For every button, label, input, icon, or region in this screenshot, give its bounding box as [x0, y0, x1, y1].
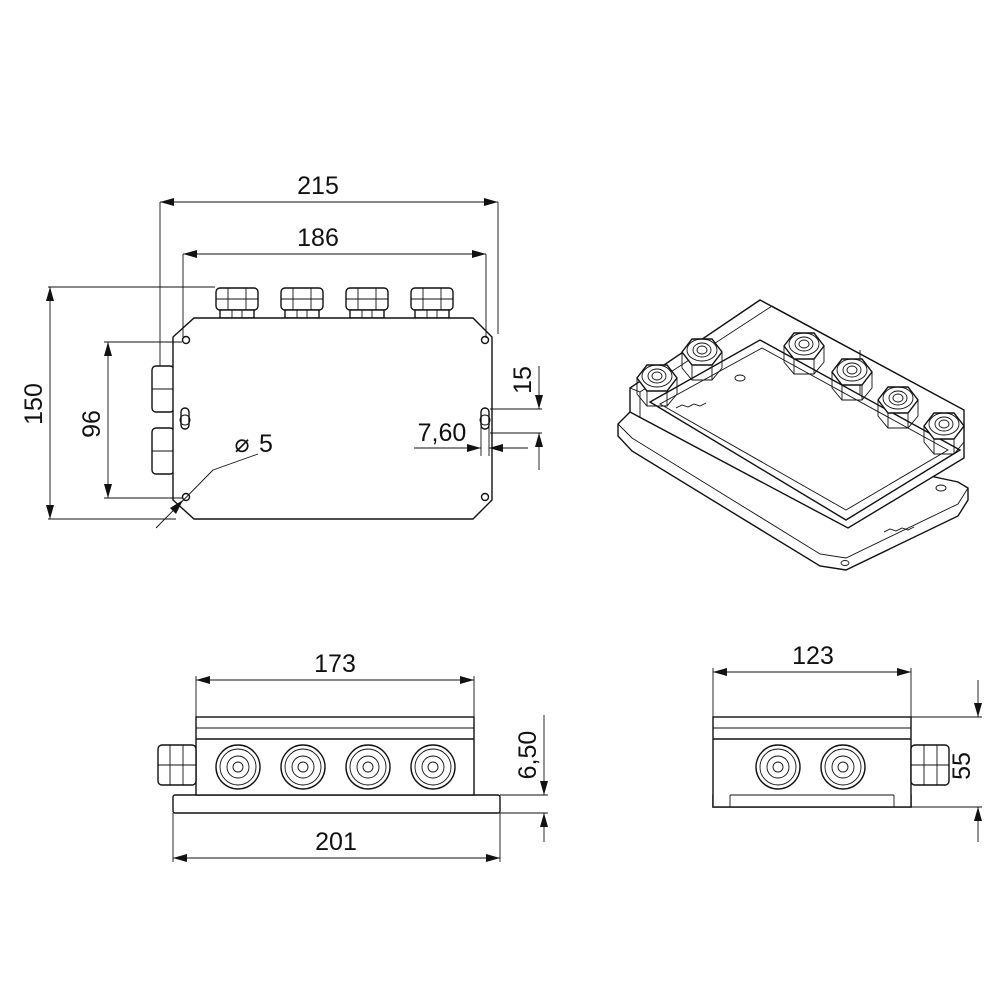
- isometric-view: [617, 299, 969, 571]
- dimension-label: 150: [20, 383, 48, 425]
- dimension-label: 55: [948, 752, 976, 780]
- dimension-215: 215: [159, 172, 499, 366]
- base-plate: [172, 794, 501, 814]
- dimension-6-50: 6,50: [500, 715, 548, 842]
- dimension-label: 201: [315, 828, 357, 856]
- iso-lid: [648, 339, 962, 521]
- dimension-diameter-5: ⌀ 5: [155, 430, 273, 529]
- side-gland: [910, 744, 950, 786]
- mounting-plate: [172, 317, 493, 520]
- dimension-173: 173: [195, 650, 475, 717]
- dimension-label: 215: [297, 172, 339, 200]
- dimension-label: 96: [78, 410, 106, 438]
- cable-gland-top: [215, 287, 454, 319]
- dimension-201: 201: [172, 813, 501, 862]
- housing-body: [712, 716, 912, 808]
- dimension-label: 6,50: [514, 731, 542, 780]
- dimension-label: 15: [509, 366, 537, 394]
- top-view: 215 186 150 96: [20, 172, 543, 529]
- front-view: 173 201 6,50: [157, 650, 548, 862]
- diameter-symbol: ⌀: [234, 430, 249, 458]
- dimension-label: 173: [314, 650, 356, 678]
- dimension-label: 7,60: [418, 419, 467, 447]
- side-gland: [157, 744, 197, 786]
- dimension-label: 5: [259, 430, 273, 458]
- side-view: 123 55: [712, 642, 982, 842]
- dimension-label: 186: [297, 224, 339, 252]
- dimension-55: 55: [911, 680, 982, 842]
- dimension-7-60: 7,60: [414, 419, 528, 456]
- dimension-123: 123: [712, 642, 912, 717]
- dimension-15: 15: [490, 366, 543, 470]
- side-gland: [151, 365, 175, 475]
- dimension-186: 186: [182, 224, 487, 338]
- mounting-hole: [181, 335, 490, 502]
- dimension-label: 123: [792, 642, 834, 670]
- dimension-96: 96: [78, 341, 182, 499]
- dimension-150: 150: [20, 286, 215, 520]
